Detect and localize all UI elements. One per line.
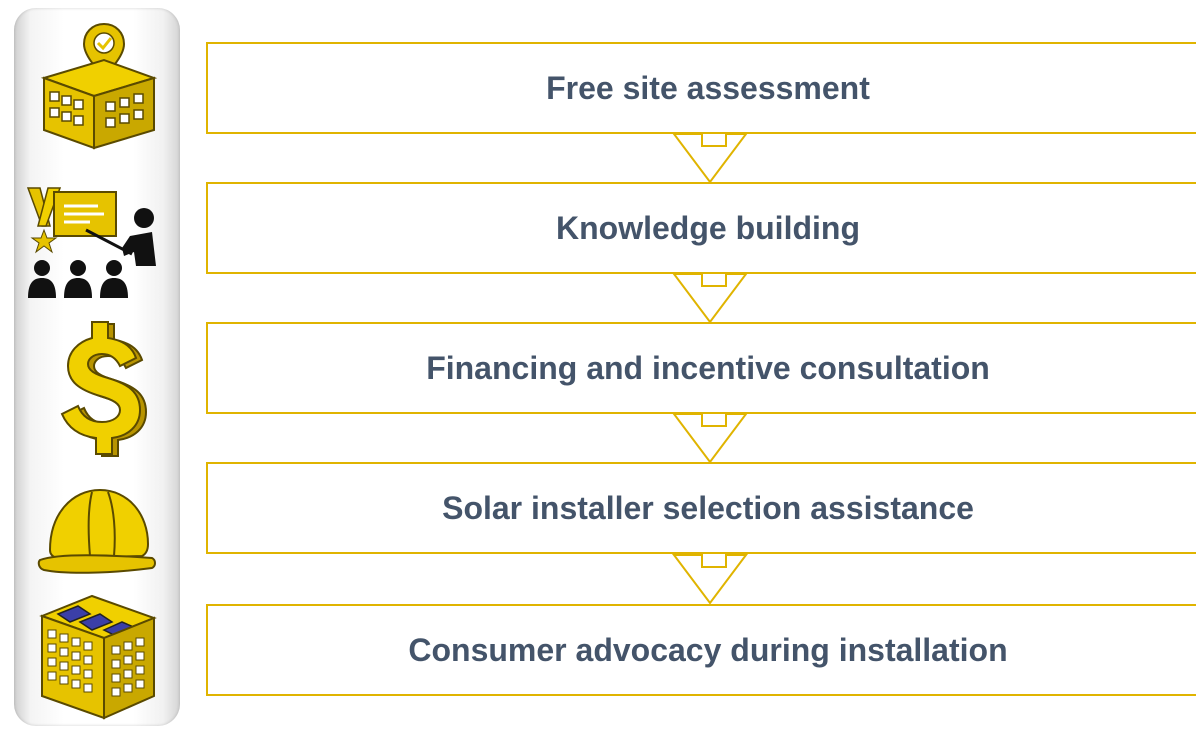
hard-hat-icon [37,488,156,574]
step-label: Knowledge building [556,210,860,246]
step-box-knowledge-building: Knowledge building [206,182,1196,274]
presentation-audience-icon [26,187,156,298]
down-arrow-icon [672,133,748,184]
step-box-installer-selection: Solar installer selection assistance [206,462,1196,554]
down-arrow-icon [672,554,748,605]
step-label: Financing and incentive consultation [426,350,990,386]
building-solar-panels-icon [39,594,157,720]
step-label: Consumer advocacy during installation [408,632,1008,668]
building-location-pin-icon [40,22,158,150]
step-box-site-assessment: Free site assessment [206,42,1196,134]
down-arrow-icon [672,273,748,324]
step-label: Solar installer selection assistance [442,490,974,526]
icon-panel [14,8,180,726]
step-label: Free site assessment [546,70,870,106]
step-box-consumer-advocacy: Consumer advocacy during installation [206,604,1196,696]
step-box-financing-consultation: Financing and incentive consultation [206,322,1196,414]
dollar-sign-icon [60,321,148,457]
down-arrow-icon [672,413,748,464]
